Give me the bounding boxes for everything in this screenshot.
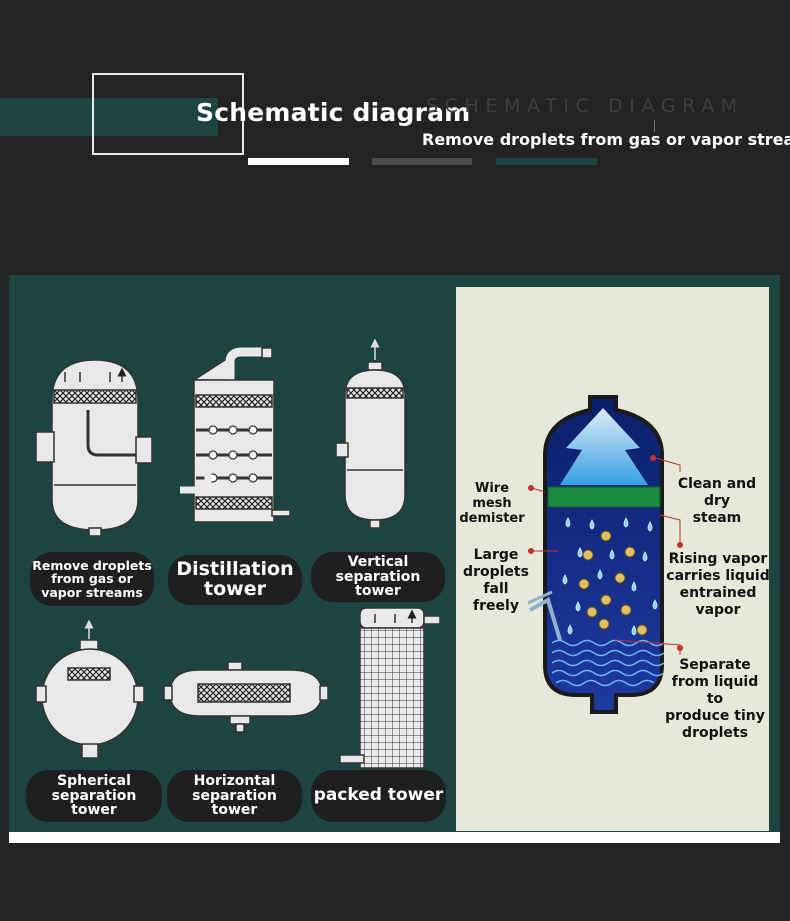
page-title: Schematic diagram bbox=[196, 98, 471, 127]
annotation-separate: Separate from liquid to produce tiny dro… bbox=[665, 657, 765, 741]
label-packed-tower: packed tower bbox=[311, 770, 446, 822]
dot-clean-dry bbox=[650, 455, 656, 461]
ghost-title: SCHEMATIC DIAGRAM bbox=[426, 95, 744, 117]
distillation-tower-drawing bbox=[180, 347, 291, 523]
droplet-remover-drawing bbox=[35, 359, 153, 537]
vertical-tower-drawing bbox=[335, 338, 406, 529]
spherical-tower-drawing bbox=[35, 619, 145, 759]
dot-rising-vapor bbox=[677, 542, 683, 548]
dot-separate bbox=[677, 645, 683, 651]
horizontal-tower-drawing bbox=[163, 661, 329, 733]
accent-bar-white bbox=[248, 158, 349, 165]
annotation-clean-dry: Clean and dry steam bbox=[677, 476, 757, 526]
annotation-wire-mesh: Wire mesh demister bbox=[459, 481, 525, 526]
annotation-large-droplets: Large droplets fall freely bbox=[463, 547, 529, 614]
dot-large-droplets bbox=[528, 548, 534, 554]
dot-wire-mesh bbox=[528, 485, 534, 491]
header-accent-band bbox=[0, 98, 218, 136]
accent-bar-teal bbox=[496, 158, 597, 165]
page-subtitle: Remove droplets from gas or vapor stream… bbox=[422, 130, 790, 149]
header-frame bbox=[92, 73, 244, 155]
accent-bar-gray bbox=[372, 158, 472, 165]
packed-tower-drawing bbox=[339, 607, 441, 769]
annotation-rising-vapor: Rising vapor carries liquid entrained va… bbox=[666, 551, 770, 618]
